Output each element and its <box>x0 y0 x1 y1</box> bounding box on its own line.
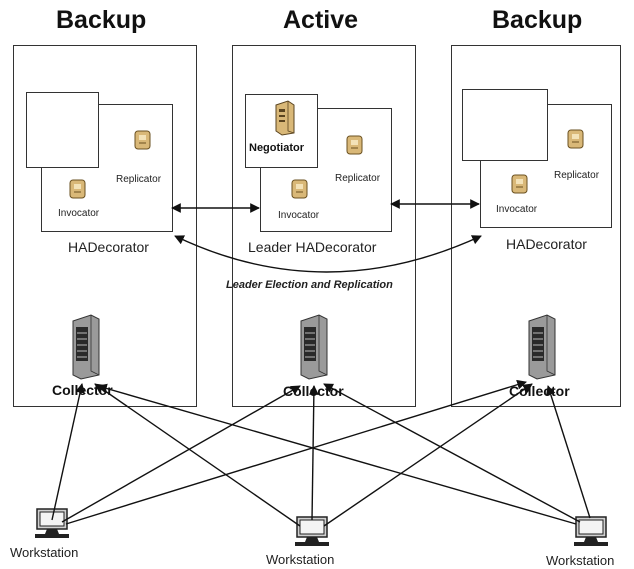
leader-election-label: Leader Election and Replication <box>226 279 393 291</box>
invocator-label-middle: Invocator <box>278 210 320 221</box>
invocator-label-left: Invocator <box>58 208 100 219</box>
replicator-label-left: Replicator <box>116 174 162 185</box>
negotiator-label: Negotiator <box>249 142 304 154</box>
replicator-label-middle: Replicator <box>335 173 381 184</box>
component-icon <box>291 179 308 199</box>
workstation-label-left: Workstation <box>10 545 79 560</box>
component-icon <box>69 179 86 199</box>
server-tower-icon <box>72 314 100 380</box>
component-icon <box>511 174 528 194</box>
invocator-label-right: Invocator <box>496 204 538 215</box>
hadecorator-box-left <box>41 104 173 232</box>
negotiator-server-icon <box>275 100 295 136</box>
column-title-backup-left: Backup <box>56 6 147 34</box>
server-tower-icon <box>528 314 556 380</box>
component-icon <box>134 130 151 150</box>
workstation-monitor-icon <box>574 516 608 546</box>
component-icon <box>346 135 363 155</box>
component-icon <box>567 129 584 149</box>
replicator-label-right: Replicator <box>554 170 600 181</box>
leader-election-arrow <box>174 235 482 273</box>
hadecorator-label-right: HADecorator <box>506 236 587 252</box>
empty-slot-left <box>26 92 99 168</box>
empty-slot-right <box>462 89 548 161</box>
workstation-label-middle: Workstation <box>266 552 335 567</box>
hadecorator-label-left: HADecorator <box>68 239 149 255</box>
column-title-active: Active <box>283 6 359 34</box>
workstation-monitor-icon <box>35 508 69 538</box>
server-tower-icon <box>300 314 328 380</box>
workstation-label-right: Workstation <box>546 553 615 568</box>
column-title-backup-right: Backup <box>492 6 583 34</box>
